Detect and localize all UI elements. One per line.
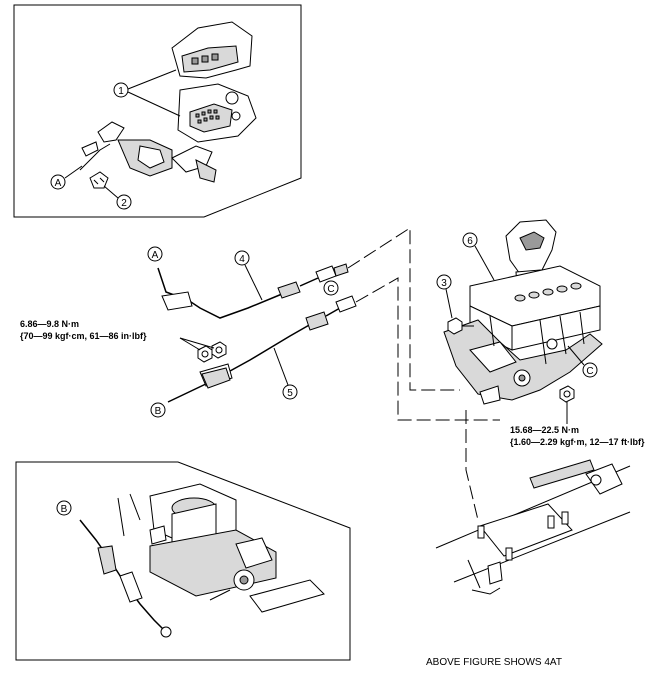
connector-c-cable-marker [323, 280, 339, 296]
connector-c-shifter-marker [582, 362, 598, 378]
callout-1-leader-b [127, 91, 181, 117]
callout-3-leader [445, 288, 453, 319]
torque-left-leader-a [179, 337, 201, 351]
connector-b-mid-label: B [155, 406, 162, 417]
torque-left-leader-b [179, 337, 215, 349]
centerlines [347, 227, 500, 521]
callout-1-marker [113, 82, 129, 98]
connector-a-top-leader [64, 165, 83, 179]
selector-cover-illustration [171, 21, 257, 143]
torque-right-line1: 15.68—22.5 N·m [510, 425, 579, 435]
figure-caption: ABOVE FIGURE SHOWS 4AT [426, 657, 562, 668]
callout-4-marker [234, 250, 250, 266]
callout-3-marker [436, 274, 452, 290]
inset-cable-illustration [79, 519, 172, 638]
nut-icon [211, 341, 227, 359]
retainer-clip-illustration [89, 171, 109, 189]
position-holes [514, 282, 582, 302]
callout-5-leader [273, 347, 289, 386]
shifter-assembly: 3 6 C 15.68—22.5 N·m {1.60—2.29 kgf·m, 1… [435, 219, 645, 595]
torque-left-line1: 6.86—9.8 N·m [20, 319, 79, 329]
callout-6-leader [474, 245, 495, 281]
callout-4-leader [244, 264, 263, 301]
nut-icon [559, 385, 575, 403]
linkage-assembly-illustration [79, 121, 217, 183]
cable-bracket-illustration [201, 367, 231, 389]
connector-a-mid-marker [147, 246, 163, 262]
callout-6-marker [462, 232, 478, 248]
callout-6-label: 6 [467, 236, 473, 247]
connector-a-top-marker [50, 174, 66, 190]
shift-lock-cable-illustration [157, 263, 349, 319]
connector-b-inset-marker [56, 500, 72, 516]
top-inset-frame [13, 4, 302, 218]
callout-2-marker [116, 194, 132, 210]
callout-5-label: 5 [287, 388, 293, 399]
top-inset: 1 2 A [13, 4, 302, 218]
callout-1-leader-a [127, 69, 177, 90]
torque-left-line2: {70—99 kgf·cm, 61—86 in·lbf} [20, 331, 147, 341]
callout-2-leader [103, 185, 119, 199]
callout-2-label: 2 [121, 198, 127, 209]
callout-1-label: 1 [118, 86, 124, 97]
floor-panel-illustration [435, 459, 631, 595]
connector-b-inset-label: B [61, 504, 68, 515]
selector-cable-illustration [167, 295, 357, 403]
callout-5-marker [282, 384, 298, 400]
callout-4-label: 4 [239, 254, 245, 265]
cable-section: 4 A 5 C B [20, 246, 357, 418]
nut-icon [197, 345, 213, 363]
bolt-icon [447, 317, 474, 335]
connector-b-mid-marker [150, 402, 166, 418]
bottom-inset-frame [15, 461, 351, 661]
connector-c-cable-label: C [327, 284, 334, 295]
inset-lever-illustration [117, 483, 325, 613]
torque-right-line2: {1.60—2.29 kgf·m, 12—17 ft·lbf} [510, 437, 645, 447]
bottom-inset: B [15, 461, 351, 661]
connector-a-mid-label: A [152, 250, 159, 261]
connector-c-shifter-label: C [586, 366, 593, 377]
connector-a-top-label: A [55, 178, 62, 189]
callout-3-label: 3 [441, 278, 447, 289]
connector-c-shifter-leader [567, 345, 585, 366]
